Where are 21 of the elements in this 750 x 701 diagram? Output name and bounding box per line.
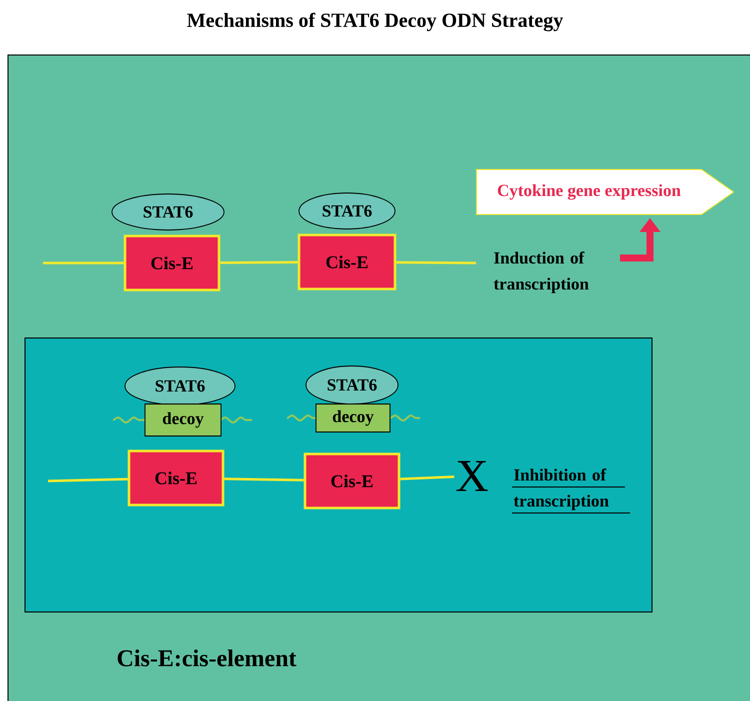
- stat6-oval: STAT6: [306, 366, 398, 404]
- dna-line: [396, 261, 476, 264]
- stat6-oval: STAT6: [112, 194, 224, 230]
- dna-line: [43, 262, 124, 264]
- expression-arrow-box: Cytokine gene expression: [476, 169, 734, 215]
- cis-element-box: Cis-E: [304, 452, 400, 510]
- title: Mechanisms of STAT6 Decoy ODN Strategy: [187, 12, 563, 32]
- decoy-box: decoy: [144, 404, 222, 436]
- dna-line: [224, 478, 304, 482]
- cis-element-box: Cis-E: [124, 234, 220, 292]
- cross-mark: X: [456, 460, 488, 492]
- dna-line: [48, 478, 128, 482]
- dna-line: [400, 475, 454, 480]
- cis-element-box: Cis-E: [128, 450, 224, 506]
- caption-text: Inhibition of transcription: [512, 468, 630, 514]
- dna-line: [220, 261, 298, 264]
- cis-element-box: Cis-E: [298, 234, 396, 290]
- stat6-oval: STAT6: [124, 366, 236, 406]
- caption-text: Induction of transcription: [494, 252, 589, 294]
- stat6-oval: STAT6: [298, 192, 396, 230]
- decoy-box: decoy: [316, 404, 390, 432]
